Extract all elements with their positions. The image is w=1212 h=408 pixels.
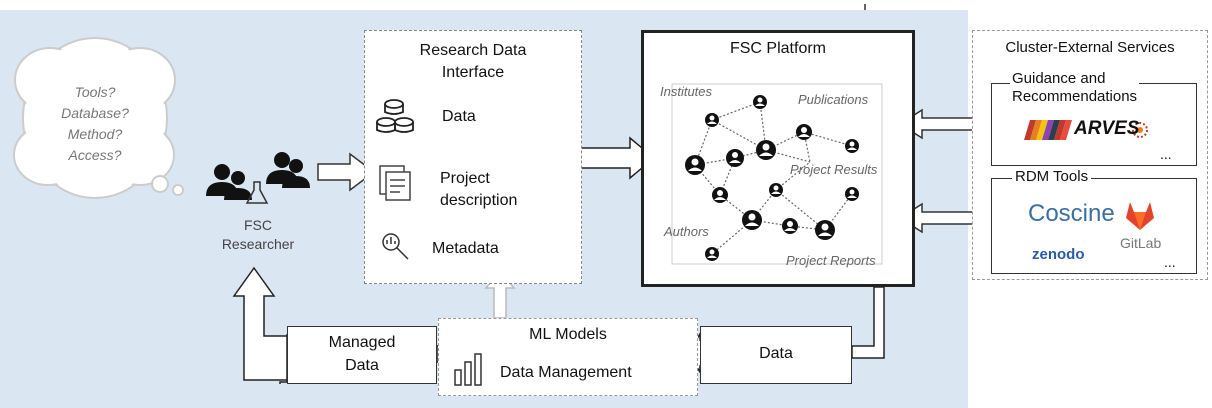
- researcher-label: FSC Researcher: [206, 216, 310, 254]
- guidance-title: Guidance and Recommendations: [1010, 70, 1140, 106]
- managed-data-box: [287, 326, 437, 384]
- arrow-researcher-to-rdi: [317, 152, 376, 192]
- guidance-title-line2: Recommendations: [1012, 88, 1138, 105]
- managed-data-label: Managed Data: [289, 331, 435, 377]
- cloud-line-access: Access?: [68, 147, 122, 163]
- cloud-bubble-small-2: [172, 184, 184, 196]
- gitlab-logo-text: GitLab: [1120, 235, 1162, 251]
- external-services-title: Cluster-External Services: [1005, 39, 1175, 56]
- research-data-interface-box: [364, 30, 582, 284]
- graph-label-institutes: Institutes: [660, 84, 713, 99]
- managed-data-line2: Data: [345, 357, 379, 374]
- arrow-fsc-to-data: [851, 286, 885, 359]
- graph-label-project-results: Project Results: [790, 162, 878, 177]
- cloud-line-database: Database?: [61, 105, 129, 121]
- graph-label-publications: Publications: [798, 92, 869, 107]
- rdi-item-data: Data: [442, 108, 476, 125]
- rdi-item-project-line1: Project: [440, 170, 490, 187]
- rdm-tools-title: RDM Tools: [1012, 168, 1092, 185]
- researcher-label-line2: Researcher: [221, 236, 295, 252]
- arves-logo-text: ARVES: [1074, 118, 1140, 139]
- guidance-ellipsis: ...: [1160, 146, 1172, 162]
- ml-models-subtitle: Data Management: [500, 364, 632, 381]
- rdi-title-line2: Interface: [441, 64, 505, 81]
- guidance-title-line1: Guidance and: [1012, 70, 1106, 87]
- ml-models-title: ML Models: [529, 326, 607, 343]
- managed-data-line1: Managed: [328, 334, 396, 351]
- rdm-tools-box: [991, 178, 1197, 274]
- graph-label-project-reports: Project Reports: [786, 253, 876, 268]
- cloud-line-tools: Tools?: [74, 84, 116, 100]
- data-box-label: Data: [759, 345, 793, 362]
- rdi-item-project: Project description: [440, 168, 517, 212]
- fsc-platform-title: FSC Platform: [729, 40, 826, 57]
- coscine-logo: Coscine: [1028, 200, 1115, 227]
- rdi-title: Research Data Interface: [366, 40, 580, 84]
- rdi-title-line1: Research Data: [419, 42, 527, 59]
- zenodo-logo: zenodo: [1032, 246, 1085, 263]
- rdi-item-metadata: Metadata: [432, 240, 499, 257]
- cloud-line-method: Method?: [67, 126, 123, 142]
- graph-label-authors: Authors: [664, 224, 709, 239]
- arrow-managed-to-researcher-body: [232, 266, 288, 381]
- rdi-item-project-line2: description: [440, 192, 518, 209]
- data-box: [700, 326, 852, 384]
- researcher-label-line1: FSC: [244, 217, 272, 233]
- cloud-text: Tools? Database? Method? Access?: [50, 82, 140, 166]
- rdm-ellipsis: ...: [1164, 254, 1176, 270]
- fsc-platform-box: [641, 30, 915, 287]
- cloud-bubble-small-1: [151, 175, 169, 193]
